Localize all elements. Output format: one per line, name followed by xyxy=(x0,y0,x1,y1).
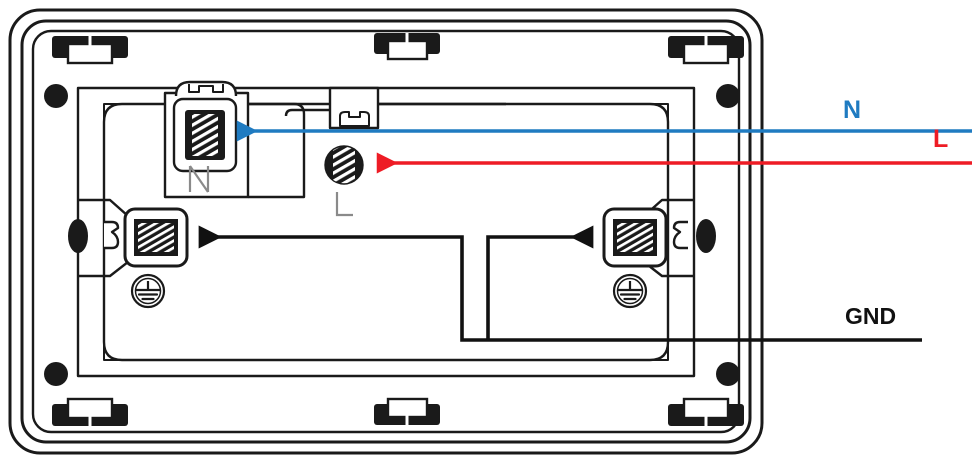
screw-slot-left xyxy=(68,219,88,253)
earth-symbol-left xyxy=(130,273,166,309)
live-engraved-letter xyxy=(335,192,353,217)
hole-bottom-right xyxy=(716,362,740,386)
screw-slot-right xyxy=(696,219,716,253)
neutral-label: N xyxy=(843,96,862,124)
neutral-engraved-letter xyxy=(188,165,210,193)
inner-cavity-outline xyxy=(102,102,670,362)
clip-top-center xyxy=(374,33,440,61)
earth-symbol-right xyxy=(612,273,648,309)
left-shoulder-contour xyxy=(78,198,129,278)
clip-bottom-right xyxy=(668,397,744,426)
clip-top-right xyxy=(668,36,744,65)
hole-top-right xyxy=(716,84,740,108)
earth-terminal-left xyxy=(68,207,189,309)
earth-terminal-right xyxy=(602,207,716,309)
center-top-tab xyxy=(328,86,380,130)
hole-bottom-left xyxy=(44,362,68,386)
back-box-housing xyxy=(8,8,764,455)
clip-bottom-center xyxy=(374,397,440,425)
ground-wire-left-branch xyxy=(198,225,922,342)
clip-top-left xyxy=(52,36,128,65)
ground-label: GND xyxy=(845,303,897,329)
center-sill-contour xyxy=(248,102,506,199)
live-label: L xyxy=(933,125,949,153)
live-screw-head xyxy=(324,145,364,185)
hole-top-left xyxy=(44,84,68,108)
neutral-screw-head xyxy=(185,110,225,160)
ground-wire-right-branch xyxy=(486,225,594,340)
clip-bottom-left xyxy=(52,397,128,426)
